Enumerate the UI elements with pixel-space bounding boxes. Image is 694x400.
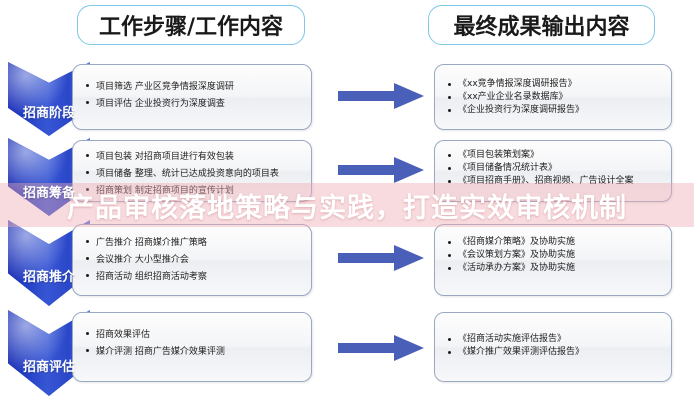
header-pill-work-steps: 工作步骤/工作内容 (77, 5, 305, 45)
outputs-box-4: 《招商活动实施评估报告》 《媒介推广效果评测评估报告》 (434, 312, 672, 382)
steps-box-3: 广告推介 招商媒介推广策略 会议推介 大小型推介会 招商活动 组织招商活动考察 (72, 224, 312, 296)
stage-label-1: 招商阶段 (22, 106, 75, 121)
header-left-title: 工作步骤/工作内容 (98, 15, 284, 40)
outputs-list-3: 《招商媒介策略》及协助实施 《会议策划方案》及协助实施 《活动承办方案》及协助实… (445, 231, 667, 275)
list-item: 《会议策划方案》及协助实施 (445, 249, 667, 262)
right-arrow-icon (338, 335, 424, 361)
steps-list-3: 广告推介 招商媒介推广策略 会议推介 大小型推介会 招商活动 组织招商活动考察 (83, 231, 307, 286)
list-item: 《媒介推广效果评测评估报告》 (445, 346, 667, 359)
outputs-list-4: 《招商活动实施评估报告》 《媒介推广效果评测评估报告》 (445, 319, 667, 359)
steps-list-4: 招商效果评估 媒介评测 招商广告媒介效果评测 (83, 319, 307, 361)
flow-row: 项目包装 对招商项目进行有效包装 项目储备 整理、统计已达成投资意向的项目表 招… (0, 138, 694, 218)
list-item: 招商策划 制定招商项目的宣传计划 (83, 183, 307, 200)
list-item: 项目包装 对招商项目进行有效包装 (83, 149, 307, 166)
outputs-box-2: 《项目包装策划案》 《项目储备情况统计表》 《项目招商手册》、招商视频、广告设计… (434, 140, 672, 202)
list-item: 《xx竞争情报深度调研报告》 (445, 78, 667, 91)
list-item: 《项目招商手册》、招商视频、广告设计全案 (445, 175, 667, 188)
list-item: 广告推介 招商媒介推广策略 (83, 235, 307, 252)
steps-box-2: 项目包装 对招商项目进行有效包装 项目储备 整理、统计已达成投资意向的项目表 招… (72, 140, 312, 202)
steps-box-1: 项目筛选 产业区竞争情报深度调研 项目评估 企业投资行为深度调查 (72, 64, 312, 130)
right-arrow-icon (338, 157, 424, 183)
list-item: 招商活动 组织招商活动考察 (83, 269, 307, 286)
list-item: 项目评估 企业投资行为深度调查 (83, 96, 307, 113)
stage-label-3: 招商推介 (22, 270, 75, 285)
flow-row: 项目筛选 产业区竞争情报深度调研 项目评估 企业投资行为深度调查 《xx竞争情报… (0, 60, 694, 138)
list-item: 《项目储备情况统计表》 (445, 162, 667, 175)
list-item: 招商效果评估 (83, 327, 307, 344)
header-pill-final-outputs: 最终成果输出内容 (428, 5, 655, 45)
steps-list-1: 项目筛选 产业区竞争情报深度调研 项目评估 企业投资行为深度调查 (83, 71, 307, 113)
flow-row: 招商效果评估 媒介评测 招商广告媒介效果评测 《招商活动实施评估报告》 《媒介推… (0, 308, 694, 396)
list-item: 《项目包装策划案》 (445, 149, 667, 162)
list-item: 《企业投资行为深度调研报告》 (445, 104, 667, 117)
list-item: 《招商活动实施评估报告》 (445, 333, 667, 346)
header-right-title: 最终成果输出内容 (453, 15, 630, 40)
steps-list-2: 项目包装 对招商项目进行有效包装 项目储备 整理、统计已达成投资意向的项目表 招… (83, 147, 307, 200)
list-item: 《活动承办方案》及协助实施 (445, 262, 667, 275)
outputs-box-1: 《xx竞争情报深度调研报告》 《xx产业企业名录数据库》 《企业投资行为深度调研… (434, 64, 672, 130)
list-item: 《招商媒介策略》及协助实施 (445, 236, 667, 249)
list-item: 《xx产业企业名录数据库》 (445, 91, 667, 104)
list-item: 项目筛选 产业区竞争情报深度调研 (83, 79, 307, 96)
outputs-list-1: 《xx竞争情报深度调研报告》 《xx产业企业名录数据库》 《企业投资行为深度调研… (445, 71, 667, 117)
outputs-box-3: 《招商媒介策略》及协助实施 《会议策划方案》及协助实施 《活动承办方案》及协助实… (434, 224, 672, 296)
steps-box-4: 招商效果评估 媒介评测 招商广告媒介效果评测 (72, 312, 312, 382)
outputs-list-2: 《项目包装策划案》 《项目储备情况统计表》 《项目招商手册》、招商视频、广告设计… (445, 147, 667, 188)
stage-label-4: 招商评估 (22, 360, 75, 375)
list-item: 媒介评测 招商广告媒介效果评测 (83, 344, 307, 361)
stage-label-2: 招商筹备 (22, 186, 75, 201)
right-arrow-icon (338, 245, 424, 271)
list-item: 项目储备 整理、统计已达成投资意向的项目表 (83, 166, 307, 183)
list-item: 会议推介 大小型推介会 (83, 252, 307, 269)
flow-row: 广告推介 招商媒介推广策略 会议推介 大小型推介会 招商活动 组织招商活动考察 … (0, 218, 694, 308)
right-arrow-icon (338, 83, 424, 109)
